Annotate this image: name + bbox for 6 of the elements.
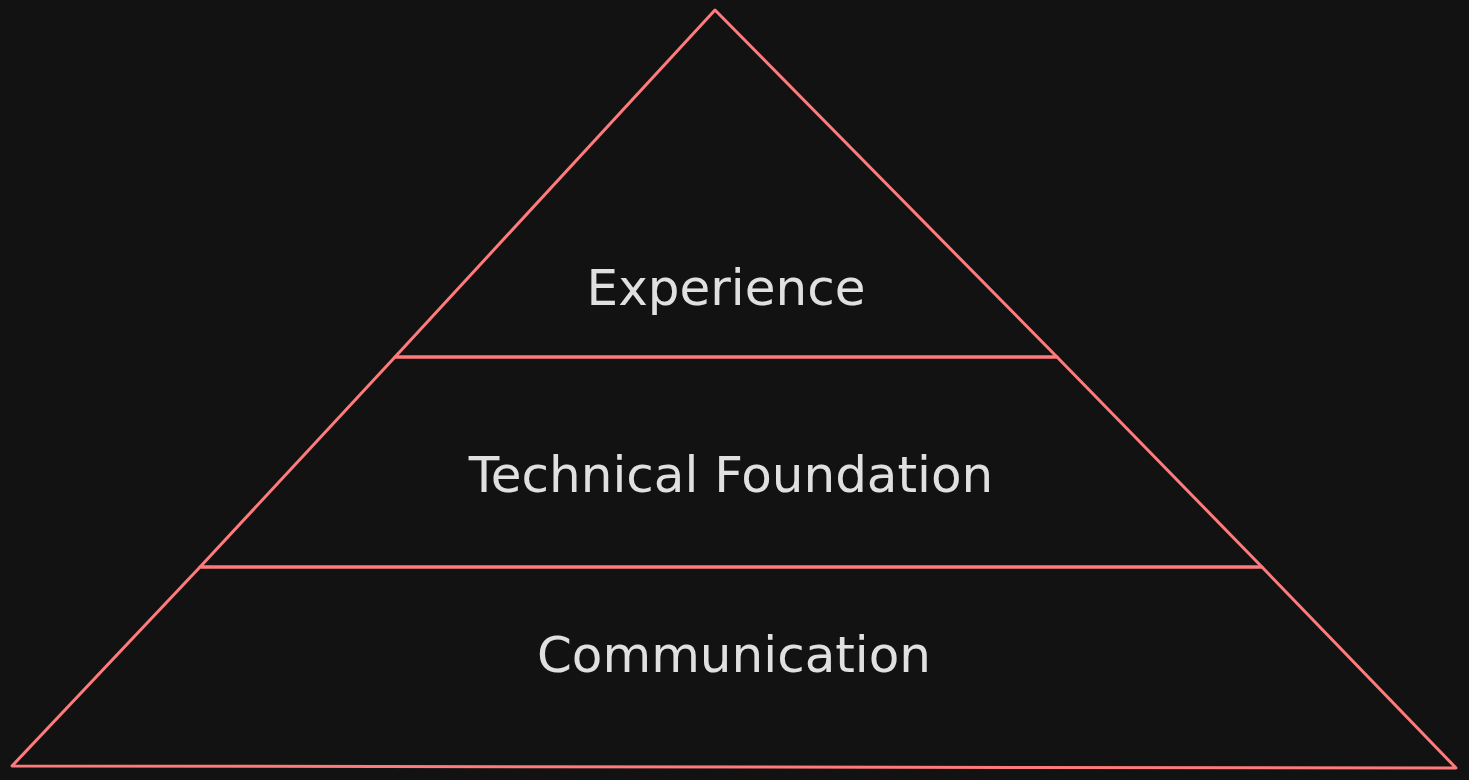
tier-label: Experience (585, 258, 867, 318)
pyramid-base-tier (11, 566, 1457, 769)
tier-label: Technical Foundation (467, 445, 995, 505)
tier-label: Communication (535, 625, 933, 685)
pyramid-middle-tier (199, 356, 1263, 568)
pyramid-top-tier (394, 8, 1058, 358)
